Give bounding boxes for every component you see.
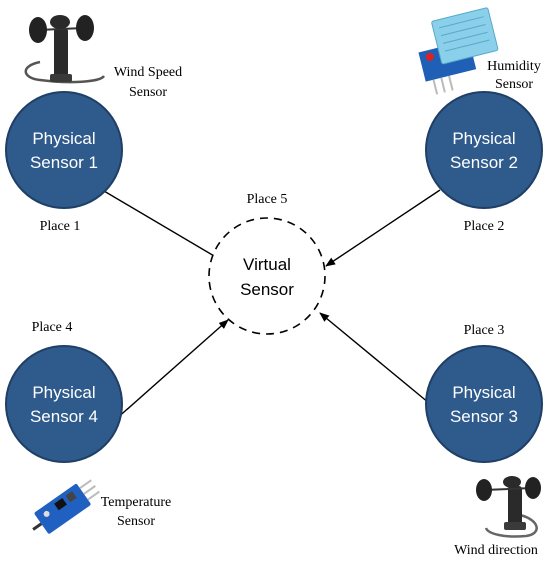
arrow-sensor4-to-virtual — [114, 319, 229, 421]
arrow-sensor1-to-virtual — [103, 190, 227, 264]
physical-sensor-4-circle — [5, 345, 123, 463]
place-4-label: Place 4 — [32, 320, 73, 335]
device-label-humidity-line1: Humidity — [487, 59, 541, 74]
anemometer-icon — [24, 15, 106, 84]
physical-sensor-1-node: Physical Sensor 1 — [5, 91, 123, 209]
physical-sensor-2-label-line2: Sensor 2 — [450, 153, 518, 172]
device-label-temperature-line2: Sensor — [117, 514, 155, 529]
device-label-wind-speed-line2: Sensor — [129, 85, 167, 100]
physical-sensor-1-label-line2: Sensor 1 — [30, 153, 98, 172]
virtual-sensor-label-line2: Sensor — [240, 280, 294, 299]
place-1-label: Place 1 — [40, 219, 81, 234]
wind-vane-icon — [476, 476, 541, 538]
physical-sensor-3-label-line1: Physical — [452, 383, 515, 402]
place-3-label: Place 3 — [464, 323, 505, 338]
physical-sensor-4-label-line1: Physical — [32, 383, 95, 402]
physical-sensor-4-label-line2: Sensor 4 — [30, 407, 98, 426]
physical-sensor-3-node: Physical Sensor 3 — [425, 345, 543, 463]
physical-sensor-2-circle — [425, 91, 543, 209]
arrow-sensor2-to-virtual — [325, 189, 441, 267]
physical-sensor-3-label-line2: Sensor 3 — [450, 407, 518, 426]
physical-sensor-2-node: Physical Sensor 2 — [425, 91, 543, 209]
physical-sensor-1-circle — [5, 91, 123, 209]
device-label-wind-speed-line1: Wind Speed — [114, 65, 182, 80]
place-2-label: Place 2 — [464, 219, 505, 234]
place-5-label: Place 5 — [247, 192, 288, 207]
arrow-sensor3-to-virtual — [319, 312, 430, 404]
virtual-sensor-circle — [208, 217, 326, 335]
temperature-module-icon — [32, 479, 100, 534]
virtual-sensor-label-line1: Virtual — [243, 255, 291, 274]
device-label-humidity-line2: Sensor — [495, 77, 533, 92]
humidity-module-icon — [418, 7, 499, 95]
physical-sensor-3-circle — [425, 345, 543, 463]
physical-sensor-1-label-line1: Physical — [32, 129, 95, 148]
physical-sensor-2-label-line1: Physical — [452, 129, 515, 148]
device-label-wind-direction: Wind direction — [454, 543, 538, 558]
device-label-temperature-line1: Temperature — [101, 495, 172, 510]
physical-sensor-4-node: Physical Sensor 4 — [5, 345, 123, 463]
virtual-sensor-node: Virtual Sensor — [208, 217, 326, 335]
